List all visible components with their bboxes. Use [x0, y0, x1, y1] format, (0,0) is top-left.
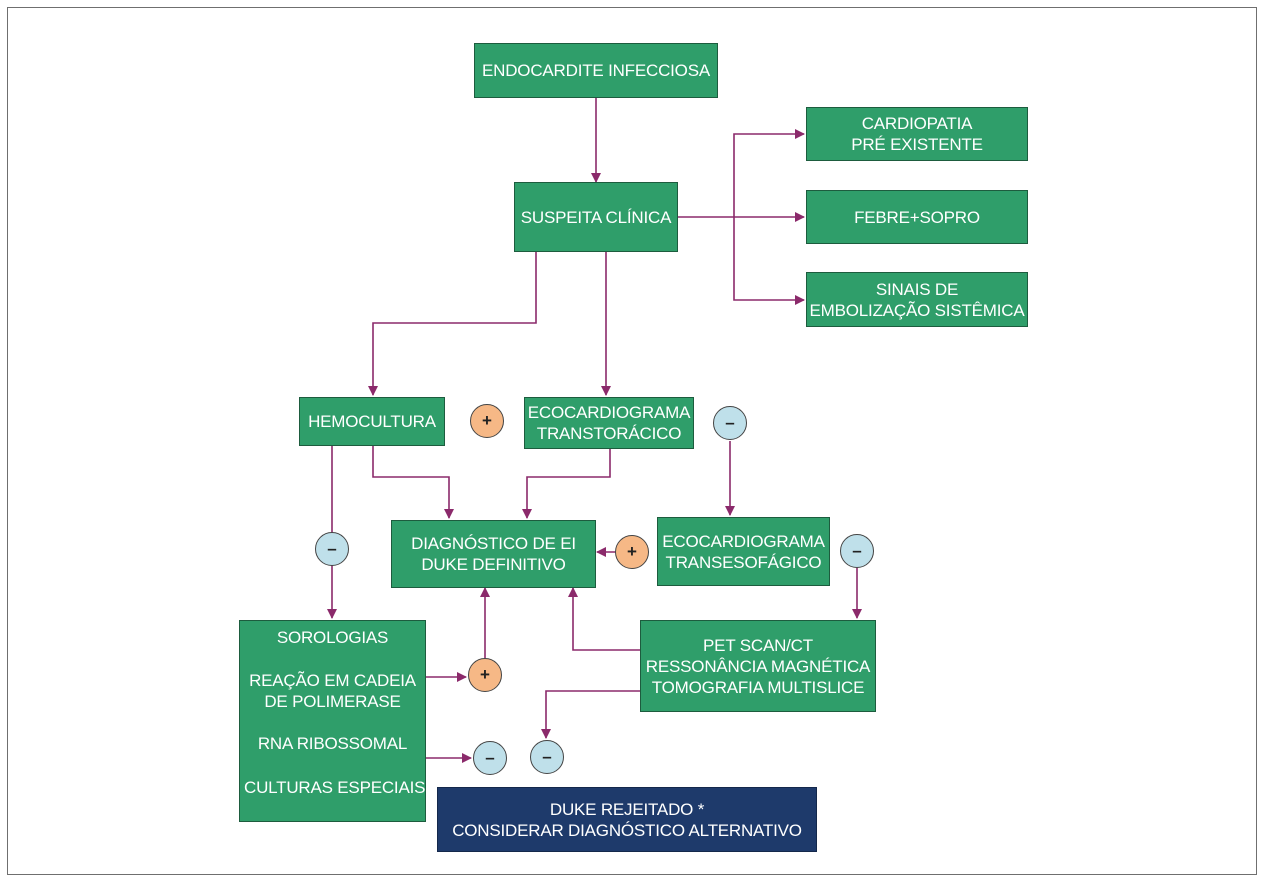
diagnostico-duke-box: DIAGNÓSTICO DE EI DUKE DEFINITIVO — [391, 520, 596, 588]
eco-transtoracico-box: ECOCARDIOGRAMA TRANSTORÁCICO — [524, 397, 694, 449]
pet-scan-box: PET SCAN/CT RESSONÂNCIA MAGNÉTICA TOMOGR… — [640, 620, 876, 712]
minus-badge-eco-te: – — [840, 534, 874, 568]
sorologias-label: SOROLOGIAS — [276, 628, 389, 647]
arrow-suspeita-to-sinais — [733, 217, 805, 305]
arrow-eco-tt-to-diagnostico — [522, 449, 611, 519]
arrow-suspeita-to-hemocultura — [368, 252, 537, 396]
eco-te-line-2: TRANSESOFÁGICO — [665, 552, 822, 572]
pet-line-3: TOMOGRAFIA MULTISLICE — [651, 677, 865, 697]
hemocultura-label: HEMOCULTURA — [308, 412, 436, 431]
duke-rejeitado-box: DUKE REJEITADO * CONSIDERAR DIAGNÓSTICO … — [437, 787, 817, 852]
sorologias-box: SOROLOGIAS REAÇÃO EM CADEIA DE POLIMERAS… — [239, 620, 426, 822]
arrow-pet-to-diagnostico — [568, 587, 640, 651]
minus-badge-rna: – — [473, 741, 507, 775]
arrow-pet-to-minus — [541, 690, 640, 739]
eco-transesofagico-box: ECOCARDIOGRAMA TRANSESOFÁGICO — [657, 517, 830, 586]
plus-badge-eco-te: + — [615, 535, 649, 569]
eco-te-line-1: ECOCARDIOGRAMA — [662, 531, 825, 551]
plus-badge-sorologias: + — [468, 658, 502, 692]
reacao-line-1: REAÇÃO EM CADEIA — [249, 671, 416, 690]
cardiopatia-line-1: CARDIOPATIA — [861, 114, 973, 133]
diagnostico-line-2: DUKE DEFINITIVO — [421, 555, 566, 574]
cardiopatia-line-2: PRÉ EXISTENTE — [851, 135, 983, 154]
culturas-label: CULTURAS ESPECIAIS — [244, 778, 426, 797]
febre-label: FEBRE+SOPRO — [854, 207, 980, 227]
plus-badge-hemocultura: + — [470, 404, 504, 438]
febre-sopro-box: FEBRE+SOPRO — [806, 190, 1028, 244]
arrow-hemocultura-to-diagnostico — [372, 446, 454, 519]
diagnostico-line-1: DIAGNÓSTICO DE EI — [411, 534, 576, 553]
hemocultura-box: HEMOCULTURA — [299, 397, 445, 446]
suspeita-clinica-box: SUSPEITA CLÍNICA — [514, 182, 678, 252]
endocardite-infecciosa-box: ENDOCARDITE INFECCIOSA — [474, 43, 718, 98]
arrow-suspeita-to-cardiopatia — [733, 129, 805, 217]
eco-tt-line-2: TRANSTORÁCICO — [536, 424, 682, 443]
sinais-line-2: EMBOLIZAÇÃO SISTÊMICA — [809, 300, 1025, 320]
suspeita-label: SUSPEITA CLÍNICA — [520, 207, 672, 227]
reacao-line-2: DE POLIMERASE — [264, 692, 401, 711]
sinais-line-1: SINAIS DE — [875, 279, 959, 299]
pet-line-1: PET SCAN/CT — [703, 635, 813, 655]
duke-rejeitado-line-2: CONSIDERAR DIAGNÓSTICO ALTERNATIVO — [452, 820, 802, 840]
cardiopatia-box: CARDIOPATIA PRÉ EXISTENTE — [806, 107, 1028, 161]
duke-rejeitado-line-1: DUKE REJEITADO * — [549, 799, 705, 819]
rna-label: RNA RIBOSSOMAL — [257, 734, 408, 753]
minus-badge-eco-tt: – — [713, 406, 747, 440]
pet-line-2: RESSONÂNCIA MAGNÉTICA — [645, 656, 871, 676]
minus-badge-pet: – — [530, 740, 564, 774]
sinais-embolizacao-box: SINAIS DE EMBOLIZAÇÃO SISTÊMICA — [806, 272, 1028, 327]
endocardite-label: ENDOCARDITE INFECCIOSA — [482, 61, 710, 80]
eco-tt-line-1: ECOCARDIOGRAMA — [527, 403, 691, 422]
minus-badge-hemocultura: – — [315, 532, 349, 566]
